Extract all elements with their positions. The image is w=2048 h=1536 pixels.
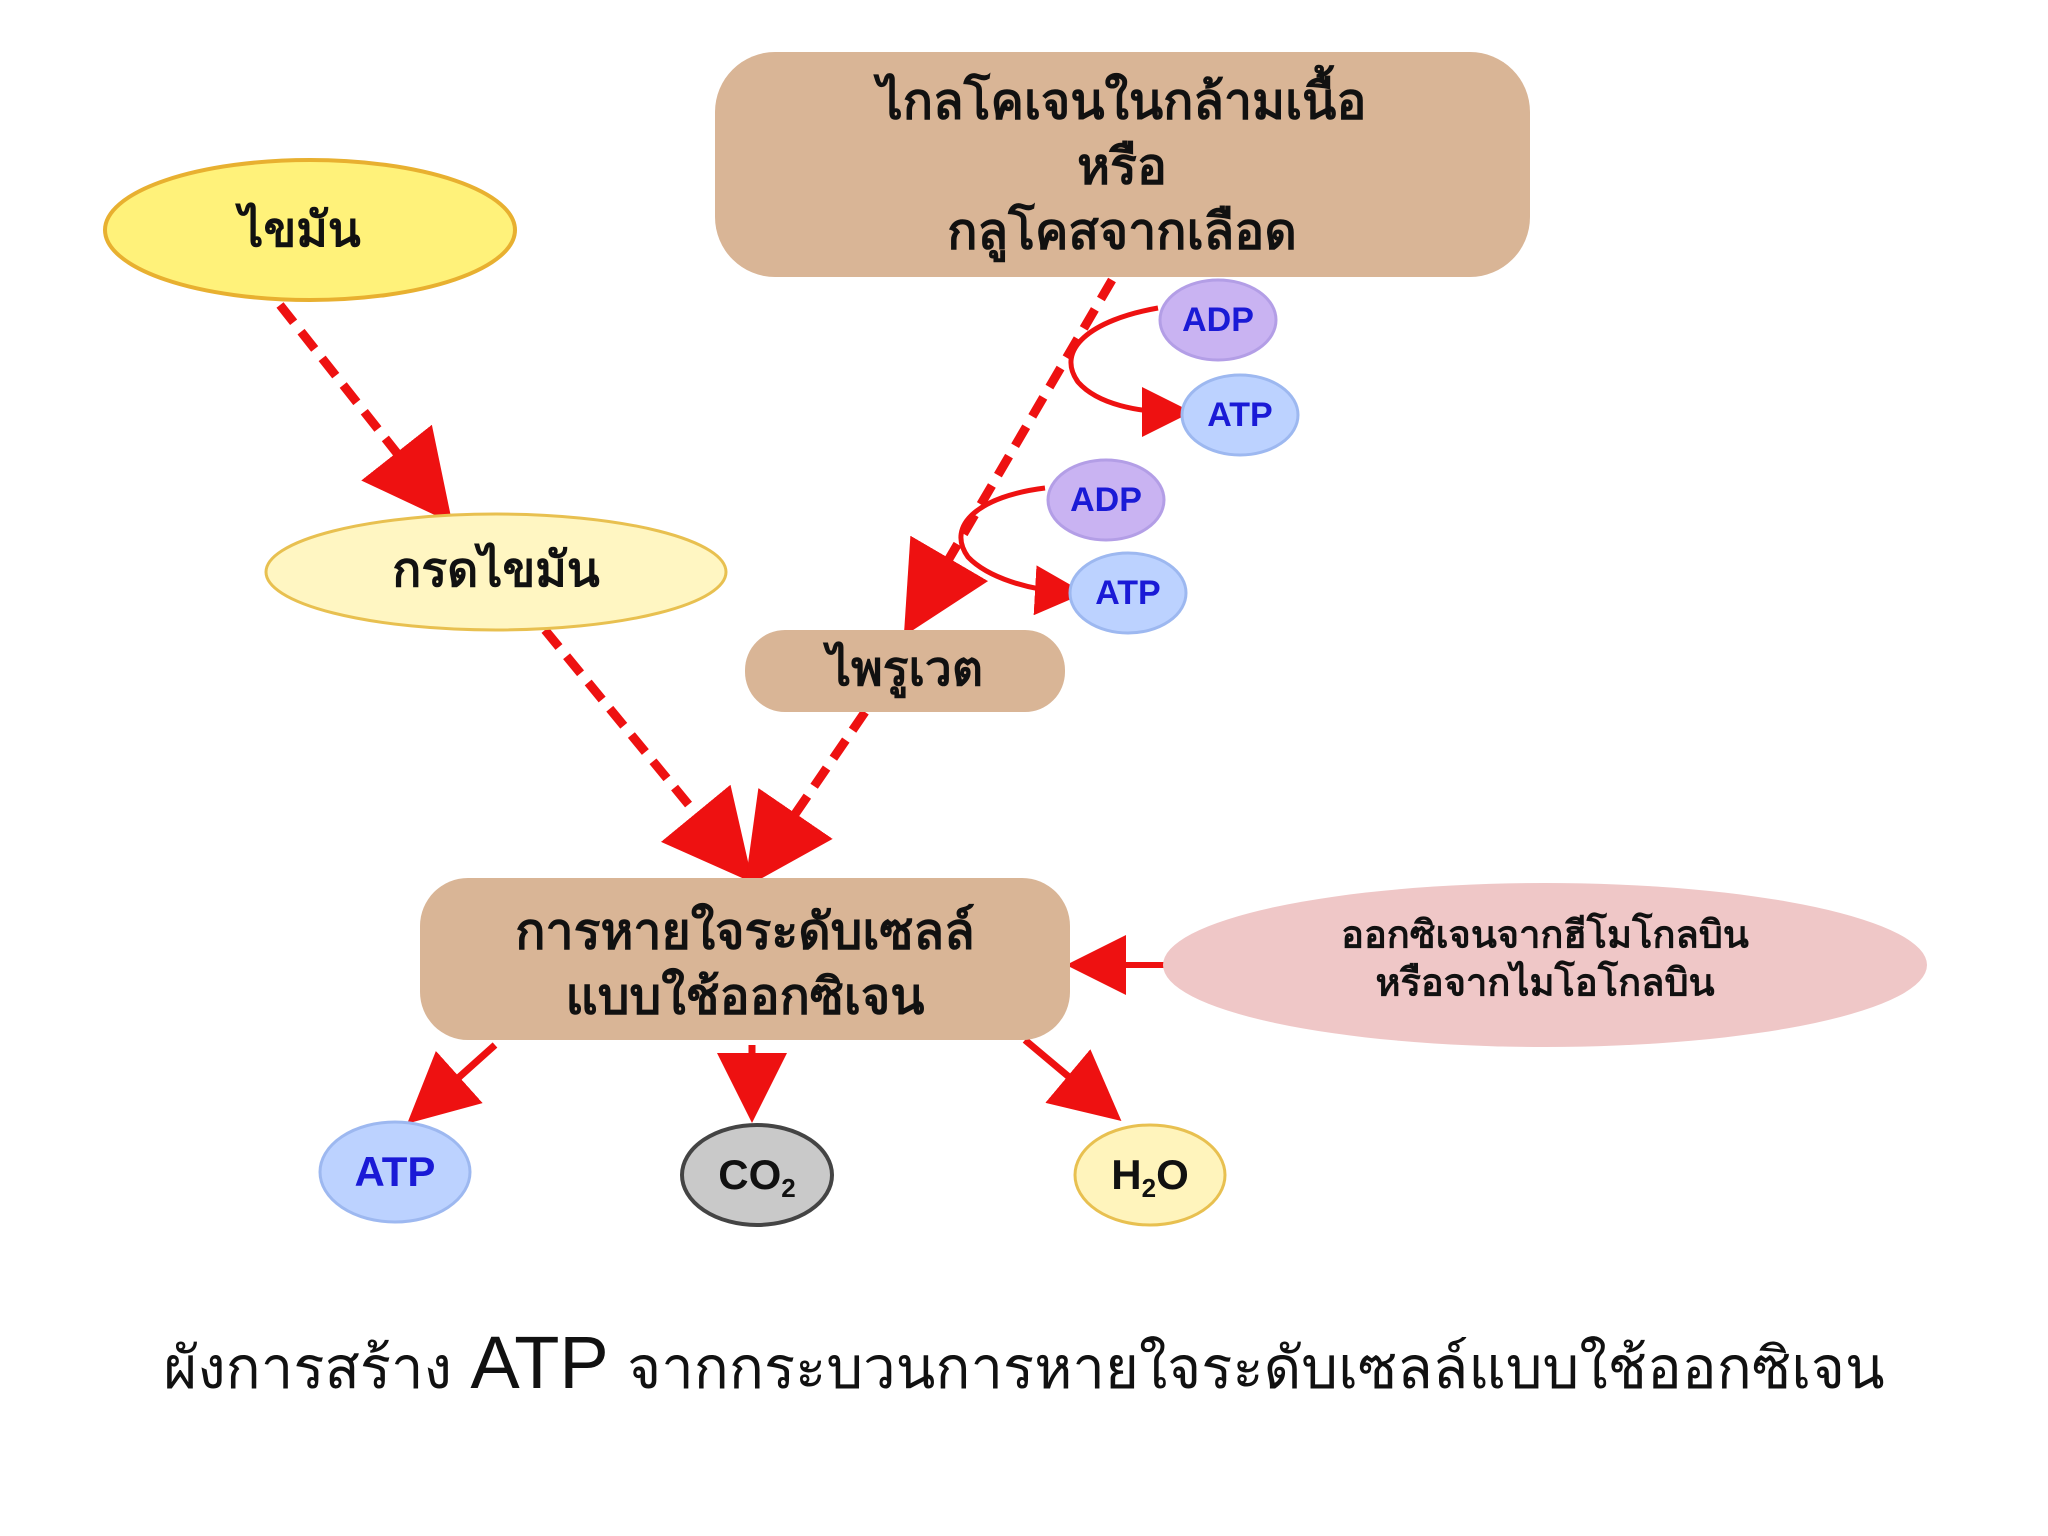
caption-after: จากกระบวนการหายใจระดับเซลล์แบบใช้ออกซิเจ…: [608, 1334, 1885, 1402]
product-co2: CO2: [680, 1123, 834, 1227]
badge-atp-2: ATP: [1068, 551, 1188, 635]
caption-atp: ATP: [470, 1321, 609, 1404]
arrow-to-atp: [407, 1042, 498, 1124]
h2o-label: H2O: [1111, 1151, 1188, 1203]
glycogen-line-1: ไกลโคเจนในกล้ามเนื้อ: [873, 65, 1367, 131]
product-atp: ATP: [318, 1120, 472, 1224]
product-atp-label: ATP: [355, 1148, 436, 1195]
oxygen-line-1: ออกซิเจนจากฮีโมโกลบิน: [1341, 912, 1749, 957]
node-oxygen-source: ออกซิเจนจากฮีโมโกลบิน หรือจากไมโอโกลบิน: [1163, 883, 1927, 1047]
atp-label-1: ATP: [1207, 396, 1272, 434]
badge-atp-1: ATP: [1180, 373, 1300, 457]
arrow-pyruvate-to-respiration: [744, 709, 869, 888]
arrow-adp-to-atp-2: [958, 485, 1085, 616]
co2-main: CO: [718, 1151, 781, 1198]
arrow-fat-to-fatty-acid: [276, 302, 453, 524]
node-glycogen: ไกลโคเจนในกล้ามเนื้อ หรือ กลูโคสจากเลือด: [715, 52, 1530, 277]
node-fat: ไขมัน: [103, 158, 517, 302]
arrow-fatty-acid-to-respiration: [541, 627, 753, 883]
oxygen-line-2: หรือจากไมโอโกลบิน: [1375, 960, 1714, 1005]
pyruvate-label: ไพรูเวต: [822, 640, 983, 699]
badge-adp-2: ADP: [1046, 458, 1166, 542]
adp-label-2: ADP: [1070, 481, 1142, 519]
glycogen-line-3: กลูโคสจากเลือด: [947, 202, 1297, 263]
atp-label-2: ATP: [1095, 574, 1160, 612]
node-fatty-acid: กรดไขมัน: [264, 512, 728, 632]
co2-subscript: 2: [781, 1173, 795, 1203]
h2o-h: H: [1111, 1151, 1141, 1198]
h2o-o: O: [1156, 1151, 1189, 1198]
respiration-line-2: แบบใช้ออกซิเจน: [566, 968, 925, 1026]
product-h2o: H2O: [1073, 1123, 1227, 1227]
node-aerobic-respiration: การหายใจระดับเซลล์ แบบใช้ออกซิเจน: [420, 878, 1070, 1040]
arrow-adp-to-atp-1: [1068, 305, 1192, 437]
fatty-acid-label: กรดไขมัน: [392, 541, 600, 598]
fat-label: ไขมัน: [234, 201, 361, 258]
node-pyruvate: ไพรูเวต: [745, 630, 1065, 712]
diagram-caption: ผังการสร้าง ATP จากกระบวนการหายใจระดับเซ…: [0, 1320, 2048, 1414]
badge-adp-1: ADP: [1158, 278, 1278, 362]
arrow-to-h2o: [1022, 1037, 1122, 1122]
respiration-line-1: การหายใจระดับเซลล์: [515, 903, 974, 961]
adp-label-1: ADP: [1182, 301, 1254, 339]
caption-before: ผังการสร้าง: [163, 1334, 471, 1402]
h2o-subscript: 2: [1142, 1173, 1156, 1203]
arrow-glycogen-to-pyruvate: [903, 277, 1116, 637]
glycogen-line-2: หรือ: [1077, 138, 1167, 196]
co2-label: CO2: [718, 1151, 795, 1203]
